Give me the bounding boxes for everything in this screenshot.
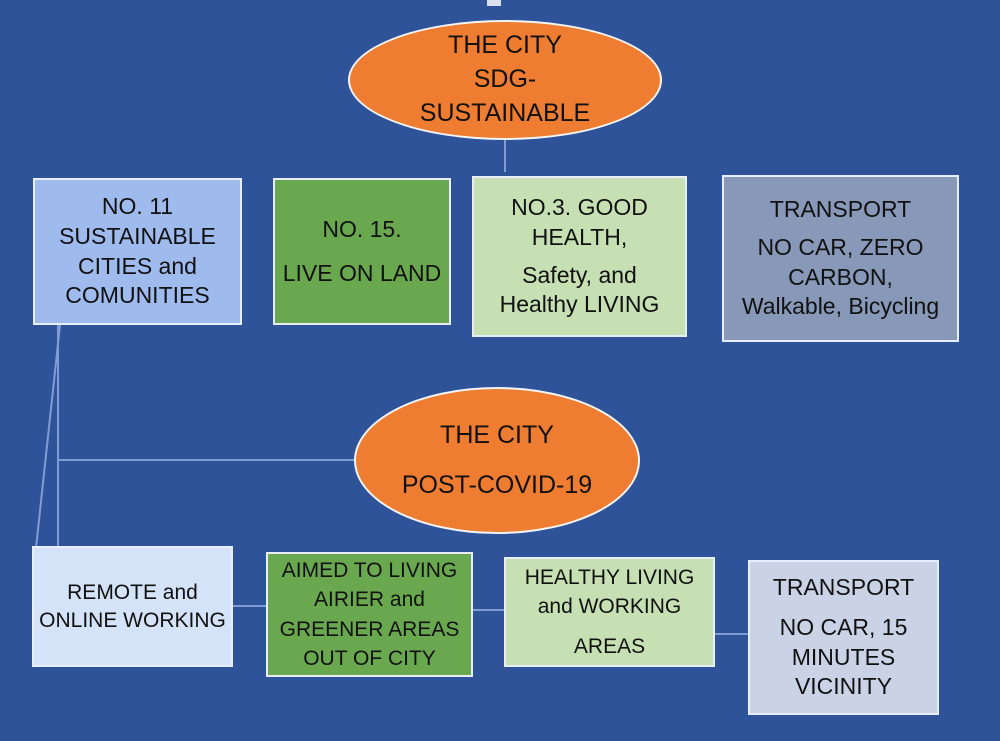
box-greener-areas-line4: OUT OF CITY: [303, 646, 436, 670]
box-sdg-15-line2: LIVE ON LAND: [282, 259, 442, 286]
box-greener-areas-line2: AIRIER and: [314, 588, 425, 612]
box-transport-zero-carbon-line4: Walkable, Bicycling: [741, 293, 940, 320]
box-sdg-3-line1: NO.3. GOOD: [511, 193, 648, 220]
box-transport-15-minutes: TRANSPORT NO CAR, 15 MINUTES VICINITY: [748, 560, 939, 715]
ellipse-city-sdg-line2: SDG-: [473, 65, 537, 94]
box-sdg-11-line4: COMUNITIES: [65, 282, 210, 309]
box-sdg-15: NO. 15. LIVE ON LAND: [273, 178, 451, 325]
box-greener-areas: AIMED TO LIVING AIRIER and GREENER AREAS…: [266, 552, 473, 677]
box-remote-working-line2: ONLINE WORKING: [39, 608, 226, 632]
box-healthy-living-working: HEALTHY LIVING and WORKING AREAS: [504, 557, 715, 667]
box-sdg-11-line2: SUSTAINABLE: [59, 222, 216, 249]
box-sdg-11-line3: CITIES and: [78, 252, 197, 279]
ellipse-city-sdg: THE CITY SDG- SUSTAINABLE: [348, 20, 662, 140]
box-healthy-living-working-line1: HEALTHY LIVING: [524, 565, 695, 589]
box-transport-zero-carbon-line3: CARBON,: [788, 263, 893, 290]
box-transport-15-minutes-line3: MINUTES: [791, 643, 896, 670]
box-transport-15-minutes-line4: VICINITY: [794, 673, 893, 700]
box-greener-areas-line3: GREENER AREAS: [279, 617, 460, 641]
box-transport-zero-carbon-line1: TRANSPORT: [769, 195, 912, 222]
box-sdg-11: NO. 11 SUSTAINABLE CITIES and COMUNITIES: [33, 178, 242, 325]
box-sdg-11-line1: NO. 11: [101, 192, 174, 219]
box-greener-areas-line1: AIMED TO LIVING: [281, 558, 458, 582]
ellipse-city-post-covid-line2: POST-COVID-19: [401, 470, 593, 499]
box-transport-15-minutes-line1: TRANSPORT: [772, 573, 915, 600]
box-sdg-15-line1: NO. 15.: [322, 215, 402, 242]
top-edge-mark: [487, 0, 501, 6]
ellipse-city-sdg-line3: SUSTAINABLE: [419, 98, 591, 127]
box-sdg-3-line4: Healthy LIVING: [499, 291, 660, 318]
box-transport-zero-carbon-line2: NO CAR, ZERO: [757, 233, 924, 260]
ellipse-city-post-covid: THE CITY POST-COVID-19: [354, 387, 640, 534]
box-remote-working: REMOTE and ONLINE WORKING: [32, 546, 233, 667]
box-remote-working-line1: REMOTE and: [67, 581, 198, 605]
box-transport-15-minutes-line2: NO CAR, 15: [779, 613, 908, 640]
box-healthy-living-working-line3: AREAS: [573, 634, 646, 658]
box-healthy-living-working-line2: and WORKING: [537, 595, 682, 619]
ellipse-city-sdg-line1: THE CITY: [448, 31, 562, 60]
connector-left-diagonal: [35, 324, 61, 549]
box-sdg-3: NO.3. GOOD HEALTH, Safety, and Healthy L…: [472, 176, 687, 337]
box-sdg-3-line2: HEALTH,: [531, 223, 628, 250]
box-sdg-3-line3: Safety, and: [522, 261, 637, 288]
ellipse-city-post-covid-line1: THE CITY: [440, 420, 554, 449]
box-transport-zero-carbon: TRANSPORT NO CAR, ZERO CARBON, Walkable,…: [722, 175, 959, 342]
